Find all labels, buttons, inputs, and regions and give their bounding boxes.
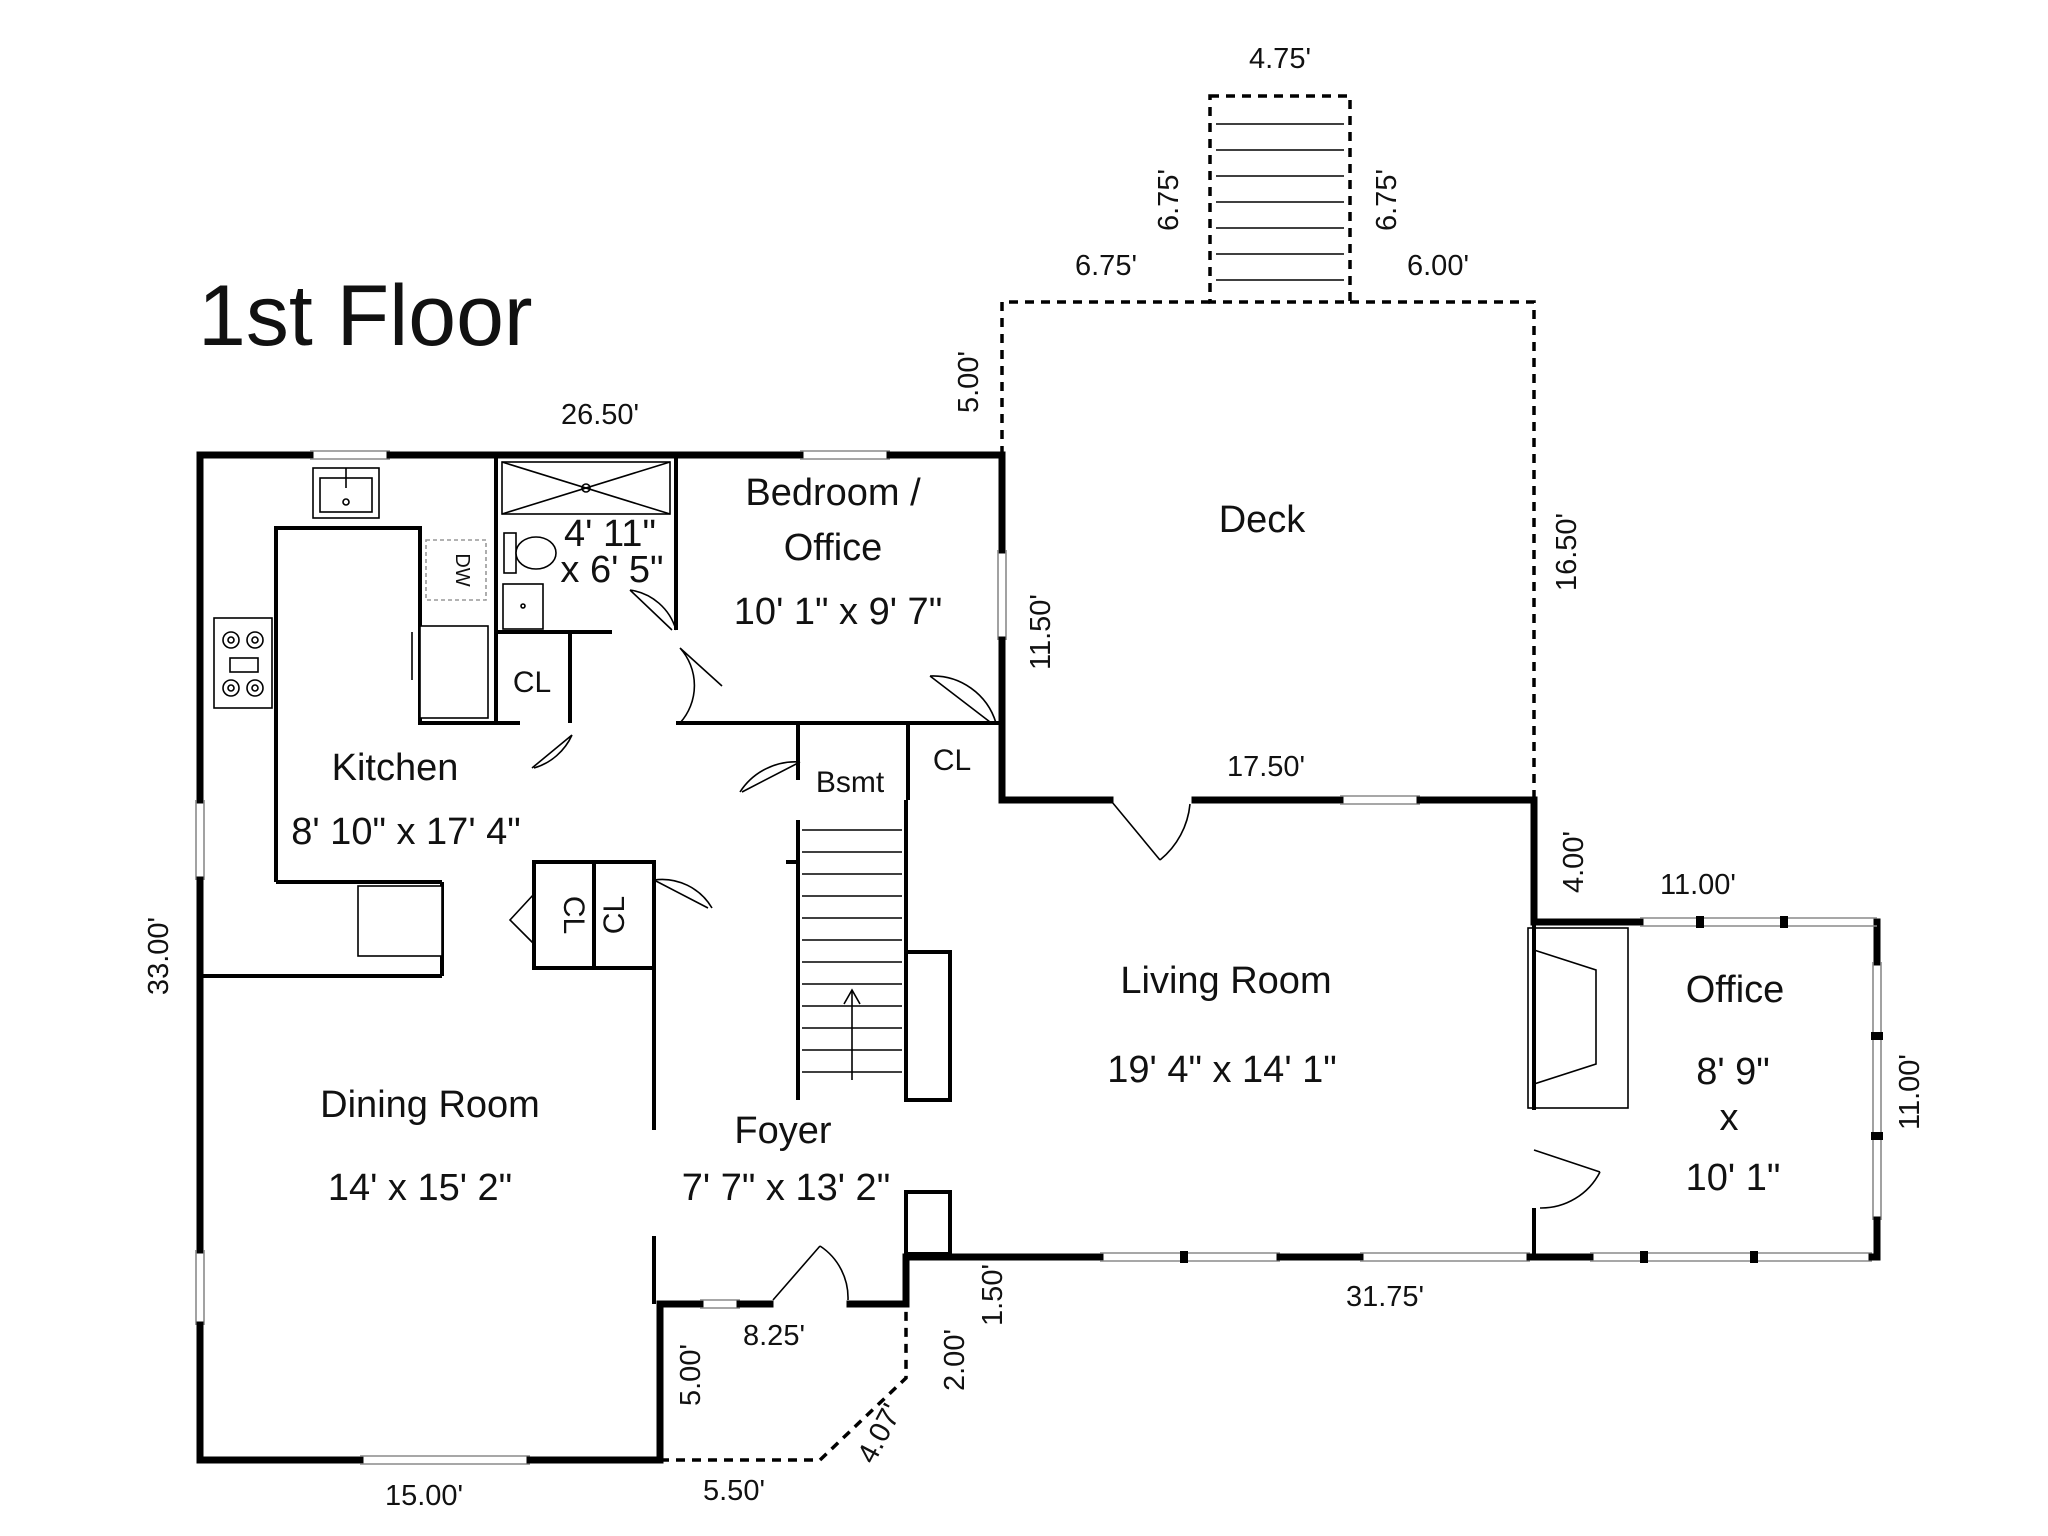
foyer-label: Foyer — [734, 1110, 831, 1152]
bath-size-1: 4' 11" — [564, 513, 656, 555]
dim-entry-step: 1.50' — [977, 1264, 1009, 1326]
basement-stairs — [802, 829, 902, 1080]
kitchen-sink — [312, 467, 380, 519]
bedroom-label-1: Bedroom / — [745, 472, 921, 514]
dishwasher: DW — [425, 539, 487, 601]
bathtub — [501, 461, 671, 515]
dim-house-bottom: 31.75' — [1346, 1281, 1424, 1313]
dim-deck-top-right: 6.00' — [1407, 250, 1469, 282]
office-window-ticks — [1180, 916, 1883, 1263]
dim-entry-bottom: 5.50' — [703, 1475, 765, 1507]
dim-deck-left: 5.00' — [953, 351, 985, 413]
dim-dining-bottom: 15.00' — [385, 1480, 463, 1512]
dining-room-label: Dining Room — [320, 1084, 540, 1126]
deck-outline — [1000, 94, 1536, 800]
dim-deck-right: 16.50' — [1551, 513, 1583, 591]
deck-stairs — [1216, 123, 1344, 281]
closet-label-bedroom: CL — [933, 744, 971, 777]
dim-entry-diagonal: 4.07' — [851, 1399, 908, 1469]
dim-office-step: 4.00' — [1558, 831, 1590, 893]
office-size-1: 8' 9" — [1696, 1051, 1770, 1093]
living-room-label: Living Room — [1120, 960, 1331, 1002]
dim-house-left: 33.00' — [143, 917, 175, 995]
dishwasher-label: DW — [451, 553, 473, 586]
office-size-3: 10' 1" — [1686, 1157, 1781, 1199]
closet-label-bath: CL — [513, 666, 551, 699]
floor-title: 1st Floor — [198, 268, 533, 364]
dim-house-top: 26.50' — [561, 399, 639, 431]
dim-entry-right: 2.00' — [939, 1329, 971, 1391]
bedroom-size: 10' 1" x 9' 7" — [734, 591, 942, 633]
kitchen-island-end — [357, 885, 443, 957]
entry-porch-outline — [660, 1304, 908, 1462]
basement-label: Bsmt — [816, 766, 885, 799]
bath-sink — [502, 583, 544, 630]
bath-size-2: x 6' 5" — [560, 549, 663, 591]
dim-deck-top-left: 6.75' — [1075, 250, 1137, 282]
dim-bedroom-right: 11.50' — [1025, 594, 1057, 670]
dim-office-right: 11.00' — [1894, 1054, 1926, 1130]
door-swings — [508, 589, 1601, 1301]
dining-room-size: 14' x 15' 2" — [328, 1167, 512, 1209]
closet-label-right: CL — [598, 896, 631, 934]
dimension-labels: 4.75' 6.75' 6.75' 6.75' 6.00' 5.00' 16.5… — [143, 43, 1926, 1512]
dim-entry-top: 8.25' — [743, 1320, 805, 1352]
foyer-size: 7' 7" x 13' 2" — [682, 1167, 890, 1209]
bedroom-label-2: Office — [784, 527, 883, 569]
dim-entry-left: 5.00' — [675, 1344, 707, 1406]
dim-office-top: 11.00' — [1660, 869, 1736, 901]
fireplace — [1527, 927, 1629, 1109]
stove — [213, 617, 273, 709]
living-room-size: 19' 4" x 14' 1" — [1107, 1049, 1337, 1091]
toilet — [503, 532, 557, 574]
dim-stair-right: 6.75' — [1371, 169, 1403, 231]
office-size-2: x — [1720, 1097, 1739, 1139]
exterior-walls — [195, 450, 1882, 1465]
kitchen-counter-sink — [411, 625, 489, 719]
dim-stair-left: 6.75' — [1153, 169, 1185, 231]
closet-label-left: CL — [557, 896, 590, 934]
kitchen-label: Kitchen — [332, 747, 459, 789]
office-label: Office — [1686, 969, 1785, 1011]
deck-label: Deck — [1219, 499, 1307, 541]
dim-stair-top: 4.75' — [1249, 43, 1311, 75]
kitchen-size: 8' 10" x 17' 4" — [291, 811, 521, 853]
room-labels: Bedroom / Office 10' 1" x 9' 7" 4' 11" x… — [291, 472, 1784, 1209]
dim-deck-bottom: 17.50' — [1227, 751, 1305, 783]
